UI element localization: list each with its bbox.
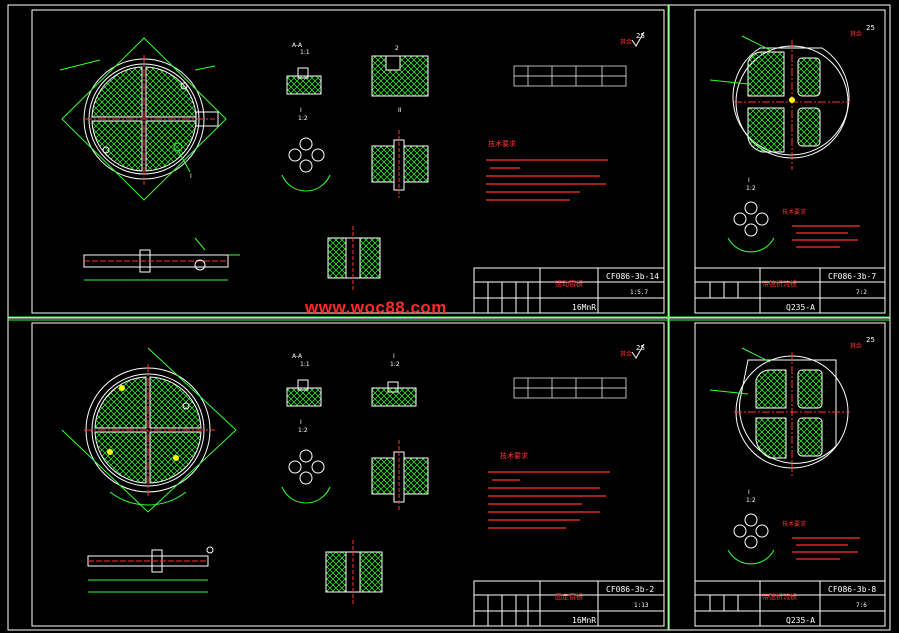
- mark-label: 2: [395, 45, 399, 52]
- drawing-scale: 7:6: [856, 602, 867, 609]
- baffle-view-top-right: 其余 25: [709, 24, 875, 170]
- mark-label: I: [300, 419, 302, 426]
- sheet-frame-bottom-left: [31, 322, 665, 627]
- material: 16MnR: [572, 616, 596, 625]
- section-aa-bottom: A-A 1:1 I 1:2 I 1:2: [281, 353, 429, 604]
- roughness-note: 其余: [620, 350, 632, 358]
- drawing-code: CF086-3b-7: [828, 272, 876, 281]
- tech-requirements-top: 技术要求: [486, 139, 608, 201]
- roughness-value: 25: [866, 336, 875, 344]
- main-view-bottom-left: [61, 347, 237, 513]
- title-block-top-right: 带弦折流板 CF086-3b-7 7:2 Q235-A: [694, 267, 886, 314]
- scale-label: 1:2: [746, 185, 756, 192]
- title-block-bottom-right: 带弦折流板 CF086-3b-8 7:6 Q235-A: [694, 580, 886, 627]
- part-name: 固定盲板: [555, 592, 583, 601]
- drawing-code: CF086-3b-14: [606, 272, 659, 281]
- material: Q235-A: [786, 616, 815, 625]
- watermark-text: www.woc88.com: [305, 298, 447, 317]
- part-name: 带弦折流板: [762, 592, 797, 601]
- roughness-value: 25: [636, 32, 645, 40]
- drawing-scale: 1:13: [634, 602, 649, 609]
- roughness-value: 25: [866, 24, 875, 32]
- drawing-code: CF086-3b-8: [828, 585, 876, 594]
- roughness-top-left: 其余 25: [620, 31, 645, 47]
- param-table-top-left: [513, 65, 627, 87]
- sheet-frame-top-left: [31, 9, 665, 314]
- mark-label: II: [398, 107, 402, 114]
- mark-label: I: [300, 107, 302, 114]
- drawing-code: CF086-3b-2: [606, 585, 654, 594]
- tech-title: 技术要求: [782, 520, 806, 528]
- part-name: 带弦折流板: [762, 279, 797, 288]
- roughness-value: 25: [636, 344, 645, 352]
- section-aa-label: A-A: [292, 42, 303, 49]
- material: 16MnR: [572, 303, 596, 312]
- section-aa-top: A-A 1:1 2 I 1:2 II: [281, 42, 429, 290]
- hole-detail-bottom-right: I 1:2: [727, 489, 775, 565]
- scale-label: 1:2: [746, 497, 756, 504]
- param-table-bottom-left: [513, 377, 627, 399]
- side-view-bottom-left: [87, 546, 214, 593]
- title-block-top-left: 活动盲板 CF086-3b-14 1:5.7 16MnR: [473, 267, 665, 314]
- main-view-top-left: I: [59, 37, 227, 201]
- roughness-note: 其余: [850, 30, 862, 38]
- tech-requirements-bottom-right: 技术要求: [782, 520, 860, 560]
- roughness-note: 其余: [620, 38, 632, 46]
- title-block-bottom-left: 固定盲板 CF086-3b-2 1:13 16MnR: [473, 580, 665, 627]
- tech-title: 技术要求: [782, 208, 806, 216]
- scale-label: 1:2: [390, 361, 400, 368]
- mark-label: I: [393, 353, 395, 360]
- tech-title: 技术要求: [488, 139, 516, 148]
- hole-detail-top-right: I 1:2: [727, 177, 775, 253]
- scale-label: 1:1: [300, 49, 310, 56]
- part-name: 活动盲板: [555, 279, 583, 288]
- drawing-scale: 1:5.7: [630, 289, 648, 296]
- mark-label: I: [748, 489, 750, 496]
- side-view-top-left: [83, 237, 240, 281]
- detail-ref-1: I: [190, 173, 192, 180]
- mark-label: I: [748, 177, 750, 184]
- tech-requirements-top-right: 技术要求: [782, 208, 860, 248]
- baffle-view-bottom-right: 其余 25: [709, 336, 875, 478]
- scale-label: 1:2: [298, 115, 308, 122]
- section-aa-label: A-A: [292, 353, 303, 360]
- roughness-note: 其余: [850, 342, 862, 350]
- roughness-bottom-left: 其余 25: [620, 343, 645, 359]
- tech-requirements-bottom: 技术要求: [488, 451, 610, 529]
- tech-title: 技术要求: [500, 451, 528, 460]
- drawing-scale: 7:2: [856, 289, 867, 296]
- scale-label: 1:1: [300, 361, 310, 368]
- scale-label: 1:2: [298, 427, 308, 434]
- material: Q235-A: [786, 303, 815, 312]
